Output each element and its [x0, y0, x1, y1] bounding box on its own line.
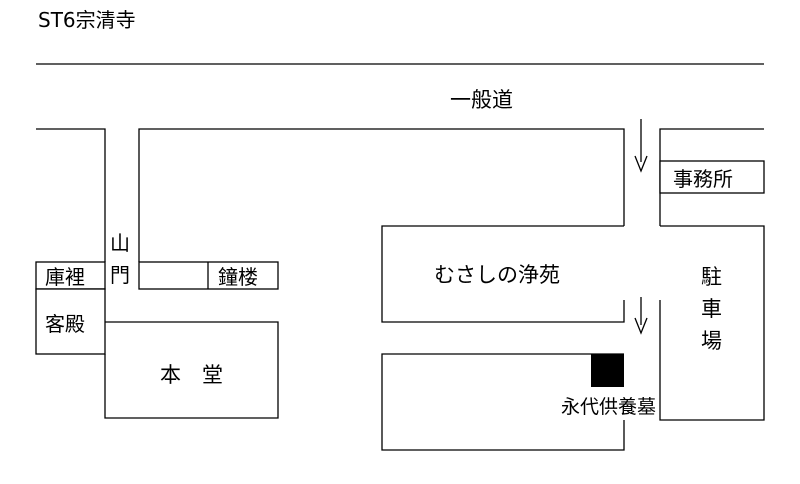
road-edge-main — [138, 128, 625, 262]
main-hall-label: 本 堂 — [160, 363, 223, 387]
garden-area — [381, 225, 625, 323]
tomb-marker — [591, 354, 624, 387]
bell-tower-label: 鐘楼 — [218, 265, 258, 289]
sanmon-label-2: 門 — [110, 263, 130, 287]
office-building — [659, 160, 765, 194]
storehouse-building — [35, 261, 106, 290]
arrow-down-upper — [634, 119, 648, 173]
office-label: 事務所 — [673, 167, 733, 191]
road-edge-right — [659, 128, 764, 226]
tomb-label: 永代供養墓 — [561, 396, 656, 418]
parking-area — [659, 225, 765, 421]
guest-hall-label: 客殿 — [45, 312, 85, 336]
main-hall-building — [104, 321, 279, 419]
tomb-area — [381, 353, 625, 451]
parking-label-1: 駐 — [701, 265, 722, 289]
parking-label-2: 車 — [701, 297, 722, 321]
sanmon-label-1: 山 — [110, 231, 130, 255]
road-label: 一般道 — [450, 88, 513, 112]
parking-label-3: 場 — [701, 329, 722, 353]
garden-label: むさしの浄苑 — [434, 263, 560, 287]
road-edge-left — [36, 128, 106, 262]
storehouse-label: 庫裡 — [45, 265, 85, 289]
page-title: ST6宗清寺 — [38, 8, 136, 32]
arrow-down-lower — [634, 297, 648, 335]
